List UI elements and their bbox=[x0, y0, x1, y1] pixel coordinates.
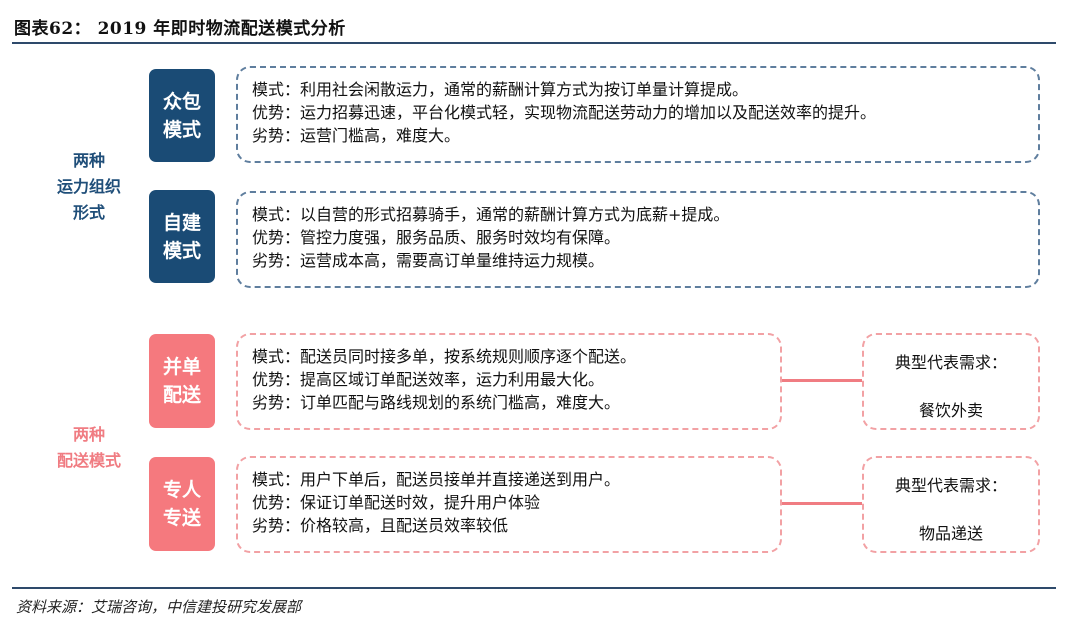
typical-demand-value: 餐饮外卖 bbox=[918, 401, 983, 420]
advantage-line: 优势：运力招募迅速，平台化模式轻，实现物流配送劳动力的增加以及配送效率的提升。 bbox=[252, 103, 877, 122]
mode-tag-line: 专人 bbox=[162, 479, 201, 501]
top-rule bbox=[12, 42, 1056, 44]
figure-title: 图表62： 2019 年即时物流配送模式分析 bbox=[14, 19, 346, 39]
typical-demand-value: 物品递送 bbox=[918, 524, 983, 543]
mode-tag-line: 并单 bbox=[162, 356, 201, 378]
mode-line: 模式：配送员同时接多单，按系统规则顺序逐个配送。 bbox=[252, 347, 637, 366]
group-label-line: 两种 bbox=[72, 151, 105, 170]
mode-description-dedicated-delivery: 模式：用户下单后，配送员接单并直接递送到用户。 优势：保证订单配送时效，提升用户… bbox=[236, 456, 782, 553]
advantage-line: 优势：保证订单配送时效，提升用户体验 bbox=[252, 493, 541, 512]
disadvantage-line: 劣势：价格较高，且配送员效率较低 bbox=[252, 516, 509, 535]
group-label-capacity: 两种 运力组织 形式 bbox=[34, 148, 144, 226]
typical-demand-box: 典型代表需求： 餐饮外卖 bbox=[862, 333, 1040, 430]
mode-line: 模式：用户下单后，配送员接单并直接递送到用户。 bbox=[252, 470, 621, 489]
mode-description-merged-delivery: 模式：配送员同时接多单，按系统规则顺序逐个配送。 优势：提高区域订单配送效率，运… bbox=[236, 333, 782, 430]
group-label-delivery: 两种 配送模式 bbox=[34, 422, 144, 474]
group-label-line: 两种 bbox=[72, 425, 105, 444]
mode-line: 模式：利用社会闲散运力，通常的薪酬计算方式为按订单量计算提成。 bbox=[252, 80, 749, 99]
group-label-line: 配送模式 bbox=[56, 451, 121, 470]
bottom-rule bbox=[12, 587, 1056, 589]
mode-tag-crowdsourcing: 众包 模式 bbox=[149, 69, 215, 162]
mode-description-crowdsourcing: 模式：利用社会闲散运力，通常的薪酬计算方式为按订单量计算提成。 优势：运力招募迅… bbox=[236, 66, 1040, 163]
mode-tag-line: 专送 bbox=[162, 507, 201, 529]
disadvantage-line: 劣势：运营门槛高，难度大。 bbox=[252, 126, 461, 145]
mode-description-self-built: 模式：以自营的形式招募骑手，通常的薪酬计算方式为底薪+提成。 优势：管控力度强，… bbox=[236, 191, 1040, 288]
mode-tag-line: 模式 bbox=[162, 118, 201, 141]
mode-tag-dedicated-delivery: 专人 专送 bbox=[149, 457, 215, 551]
mode-tag-line: 模式 bbox=[162, 239, 201, 262]
connector-line bbox=[782, 379, 862, 382]
typical-demand-header: 典型代表需求： bbox=[894, 476, 1007, 495]
advantage-line: 优势：提高区域订单配送效率，运力利用最大化。 bbox=[252, 370, 605, 389]
group-label-line: 形式 bbox=[72, 203, 105, 222]
mode-tag-line: 众包 bbox=[162, 90, 201, 113]
connector-line bbox=[782, 502, 862, 505]
mode-tag-self-built: 自建 模式 bbox=[149, 190, 215, 283]
advantage-line: 优势：管控力度强，服务品质、服务时效均有保障。 bbox=[252, 228, 621, 247]
group-label-line: 运力组织 bbox=[56, 177, 121, 196]
disadvantage-line: 劣势：订单匹配与路线规划的系统门槛高，难度大。 bbox=[252, 393, 621, 412]
mode-tag-line: 自建 bbox=[162, 211, 201, 234]
mode-tag-merged-delivery: 并单 配送 bbox=[149, 334, 215, 428]
typical-demand-box: 典型代表需求： 物品递送 bbox=[862, 456, 1040, 553]
disadvantage-line: 劣势：运营成本高，需要高订单量维持运力规模。 bbox=[252, 251, 605, 270]
mode-tag-line: 配送 bbox=[162, 384, 201, 406]
mode-line: 模式：以自营的形式招募骑手，通常的薪酬计算方式为底薪+提成。 bbox=[252, 205, 730, 224]
source-note: 资料来源：艾瑞咨询，中信建投研究发展部 bbox=[16, 598, 302, 616]
typical-demand-header: 典型代表需求： bbox=[894, 353, 1007, 372]
